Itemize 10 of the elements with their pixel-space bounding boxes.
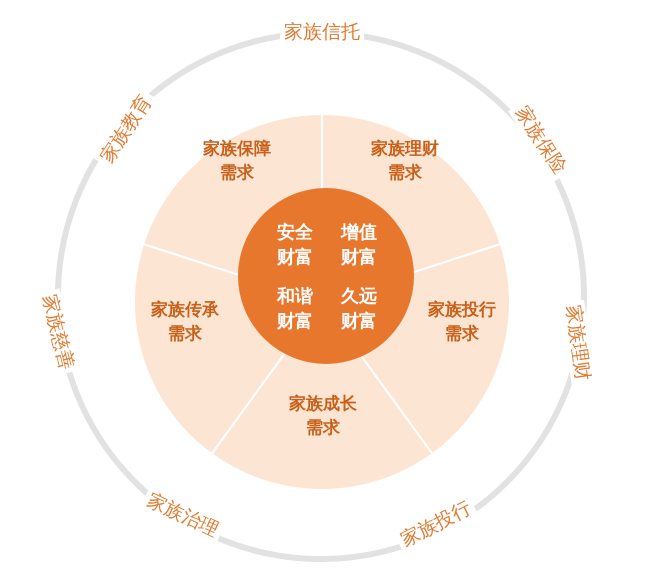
sector-label: 家族传承需求 [147,298,223,346]
sector-label: 家族理财需求 [367,137,443,185]
center-text: 久远财富 [340,285,378,334]
center-text: 安全财富 [276,221,314,270]
sector-label: 家族保障需求 [199,137,275,185]
ring-label: 家族信托 [280,20,364,44]
center-text: 和谐财富 [276,285,314,334]
sector-label: 家族投行需求 [424,298,500,346]
sector-label: 家族成长需求 [285,392,361,440]
center-text: 增值财富 [340,221,378,270]
